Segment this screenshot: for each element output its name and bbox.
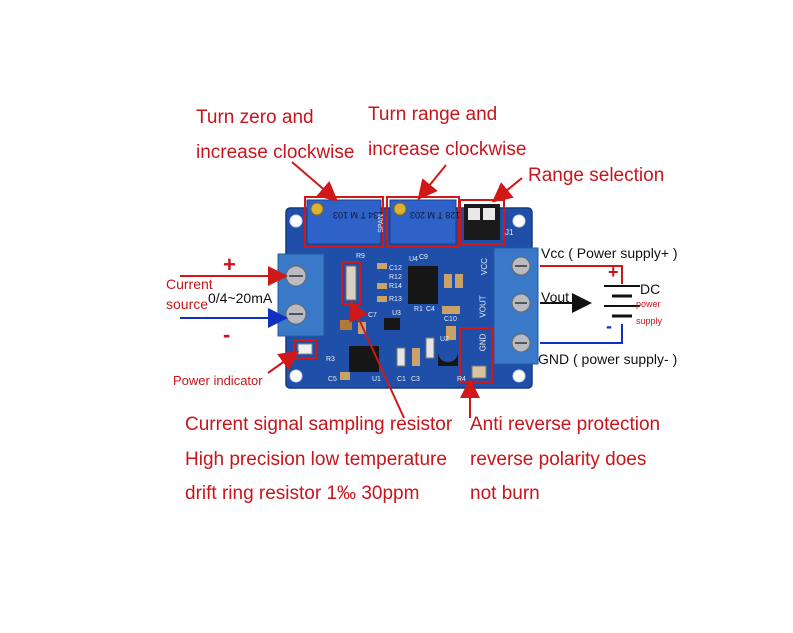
silk-c4: C4 — [426, 306, 435, 313]
silk-r13: R13 — [389, 296, 402, 303]
silk-u4: U4 — [409, 256, 418, 263]
silk-r1: R1 — [414, 306, 423, 313]
power-indicator-label: Power indicator — [173, 373, 263, 388]
protection-diode — [438, 352, 458, 366]
battery-plus-sign: + — [608, 262, 619, 282]
ic-u1 — [349, 346, 379, 372]
silk-r3: R3 — [326, 356, 335, 363]
arrow-sampling — [349, 300, 405, 419]
turn-zero-label-1: Turn zero and — [196, 107, 314, 128]
silk-u2: U2 — [440, 336, 449, 343]
terminal-left — [277, 253, 325, 337]
battery-minus-sign: - — [606, 316, 612, 336]
gnd-label: GND ( power supply- ) — [538, 351, 678, 367]
ic-u4 — [408, 266, 438, 304]
source-minus-sign: - — [223, 322, 231, 347]
silk-r12: R12 — [389, 274, 402, 281]
mount-hole-br — [512, 369, 526, 383]
silk-r14: R14 — [389, 283, 402, 290]
highlight-power-led — [293, 339, 317, 359]
arrow-jumper — [491, 177, 523, 203]
silk-c10: C10 — [444, 316, 457, 323]
arrow-range — [417, 164, 447, 201]
pot-zero-code: 134 T M 103 — [333, 210, 384, 220]
mount-hole-bl — [289, 369, 303, 383]
silk-gnd: GND — [478, 333, 488, 352]
power-led — [297, 343, 313, 355]
silk-r4: R4 — [457, 376, 466, 383]
highlight-pot-zero — [304, 196, 384, 248]
anti-reverse-label-1: Anti reverse protection — [470, 414, 661, 435]
turn-zero-label-2: increase clockwise — [196, 142, 355, 163]
silk-u3: U3 — [392, 310, 401, 317]
current-source-label-2: source — [166, 296, 209, 312]
sampling-resistor-label-1: Current signal sampling resistor — [185, 414, 453, 435]
silk-vout: VOUT — [478, 295, 488, 318]
turn-range-label-2: increase clockwise — [368, 139, 527, 160]
mount-hole-tl — [289, 214, 303, 228]
dc-label: DC — [640, 281, 661, 297]
sampling-resistor-label-2: High precision low temperature — [185, 449, 447, 470]
wire-vcc — [540, 265, 623, 284]
current-source-label-1: Current — [166, 276, 213, 292]
mount-hole-tr — [512, 214, 526, 228]
highlight-jumper — [459, 199, 505, 245]
silk-c1: C1 — [397, 376, 406, 383]
silk-c9: C9 — [419, 254, 428, 261]
silk-span: SPAN — [377, 214, 385, 233]
sampling-resistor-label-3: drift ring resistor 1‰ 30ppm — [185, 483, 420, 504]
vout-label: Vout — [541, 289, 570, 305]
power-supply-label-2: supply — [636, 316, 663, 326]
current-range-label: 0/4~20mA — [208, 290, 273, 306]
silk-vcc: VCC — [479, 258, 489, 275]
silk-c3: C3 — [411, 376, 420, 383]
silk-c12: C12 — [389, 265, 402, 272]
source-plus-sign: + — [223, 252, 236, 277]
range-selection-label: Range selection — [528, 165, 665, 186]
turn-range-label-1: Turn range and — [368, 104, 498, 125]
power-supply-label-1: power — [636, 299, 661, 309]
pot-zero-screw — [310, 202, 324, 216]
silk-c5: C5 — [328, 376, 337, 383]
anti-reverse-label-2: reverse polarity does — [470, 449, 647, 470]
vcc-label: Vcc ( Power supply+ ) — [541, 245, 678, 261]
silk-c7: C7 — [368, 312, 377, 319]
anti-reverse-label-3: not burn — [470, 483, 540, 504]
sampling-resistor — [345, 265, 357, 301]
ic-u3 — [384, 318, 400, 330]
arrow-power-indicator — [267, 350, 300, 374]
wire-gnd — [540, 324, 623, 344]
silk-u1: U1 — [372, 376, 381, 383]
pot-range-screw — [393, 202, 407, 216]
arrow-zero — [291, 161, 339, 202]
silk-r9: R9 — [356, 253, 365, 260]
silk-j1: J1 — [505, 228, 514, 237]
pot-range-code: 128 T M 203 — [410, 210, 461, 220]
